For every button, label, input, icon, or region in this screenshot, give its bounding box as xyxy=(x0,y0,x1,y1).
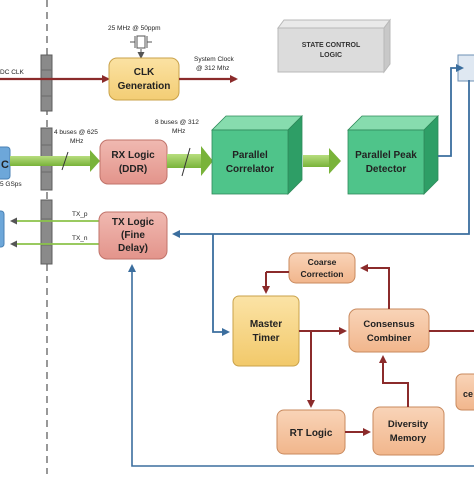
tx-p-label: TX_p xyxy=(72,211,88,218)
coarse-correction-label-2: Correction xyxy=(301,269,344,279)
tx-logic-label-3: Delay) xyxy=(118,243,148,254)
tx-n-label: TX_n xyxy=(72,235,88,242)
diversity-memory-label-2: Memory xyxy=(390,433,427,444)
oscillator-icon xyxy=(130,35,152,49)
rx-logic-label-2: (DDR) xyxy=(119,164,147,175)
system-clock-label-2: @ 312 Mhz xyxy=(196,65,229,72)
connector-bar-tx xyxy=(40,199,53,265)
peak-to-state-line xyxy=(438,64,464,157)
diversity-memory-block xyxy=(372,406,445,456)
tx-logic-label-1: TX Logic xyxy=(112,217,155,228)
parallel-correlator-label-1: Parallel xyxy=(232,150,268,161)
clk-generation-block xyxy=(108,57,180,101)
tx-logic-label-2: (Fine xyxy=(121,230,145,241)
rx-input-arrow xyxy=(10,156,92,166)
diversity-memory-label-1: Diversity xyxy=(388,419,429,430)
state-control-label-1: STATE CONTROL xyxy=(302,42,361,49)
master-timer-label-2: Timer xyxy=(252,333,279,344)
coarse-correction-block xyxy=(288,252,356,284)
consensus-combiner-block xyxy=(348,308,430,353)
rt-logic-label: RT Logic xyxy=(290,428,333,439)
connector-bar-clk xyxy=(40,54,53,112)
master-timer-label-1: Master xyxy=(250,319,282,330)
correlator-to-peak-arrow xyxy=(303,155,331,167)
control-to-tx-line xyxy=(172,80,470,238)
buses-out-label-2: MHz xyxy=(172,128,185,135)
tx-logic-block xyxy=(98,211,168,260)
master-timer-block xyxy=(232,295,300,367)
memory-to-combiner-line xyxy=(379,355,409,407)
parallel-peak-detector-block xyxy=(347,115,439,195)
oscillator-label: 25 MHz @ 50ppm xyxy=(108,25,160,32)
dc-clk-label: DC CLK xyxy=(0,69,25,76)
buses-in-label-2: MHz xyxy=(70,138,83,145)
right-partial-label: ce xyxy=(463,389,473,399)
consensus-combiner-label-1: Consensus xyxy=(363,319,414,330)
adc-rate-label: 5 GSps xyxy=(0,181,22,188)
rx-to-correlator-arrow xyxy=(167,154,203,168)
parallel-peak-label-1: Parallel Peak xyxy=(355,150,417,161)
state-control-logic-block xyxy=(277,18,391,74)
left-dac-block xyxy=(0,210,5,248)
right-partial-block xyxy=(455,373,474,411)
control-to-timer-line xyxy=(212,234,230,336)
buses-in-label-1: 4 buses @ 625 xyxy=(54,129,98,136)
bottom-feedback-line xyxy=(128,264,474,467)
clk-generation-label-1: CLK xyxy=(134,67,155,78)
consensus-combiner-label-2: Combiner xyxy=(367,333,412,344)
state-control-label-2: LOGIC xyxy=(320,52,342,59)
buses-out-label-1: 8 buses @ 312 xyxy=(155,119,199,126)
clk-generation-label-2: Generation xyxy=(118,81,171,92)
combiner-to-coarse-line xyxy=(360,264,390,309)
system-clock-label-1: System Clock xyxy=(194,56,234,63)
left-adc-fragment: C xyxy=(1,159,9,171)
rx-logic-label-1: RX Logic xyxy=(111,150,155,161)
coarse-correction-label-1: Coarse xyxy=(308,257,337,267)
rx-logic-block xyxy=(99,139,168,185)
parallel-correlator-label-2: Correlator xyxy=(226,164,274,175)
parallel-peak-label-2: Detector xyxy=(366,164,407,175)
parallel-correlator-block xyxy=(211,115,303,195)
